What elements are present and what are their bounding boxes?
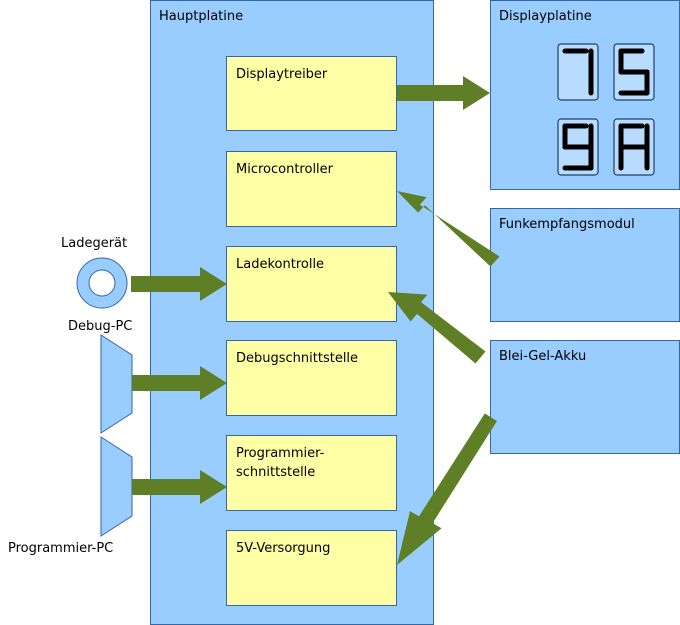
- arrow-charger-to-charge-control: [131, 267, 227, 301]
- microcontroller-block: Microcontroller: [226, 151, 397, 227]
- arrow-display-driver-to-display-board: [397, 76, 490, 110]
- display-digit-7: [557, 43, 599, 101]
- power-supply-block: 5V-Versorgung: [226, 530, 397, 606]
- charger-connector-icon: [76, 257, 128, 309]
- arrow-radio-module-to-microcontroller: [397, 191, 500, 267]
- display-digit-5: [613, 43, 655, 101]
- radio-module-title: Funkempfangsmodul: [499, 217, 635, 232]
- charge-control-label: Ladekontrolle: [236, 257, 325, 272]
- debug-interface-block: Debugschnittstelle: [226, 340, 397, 416]
- debug-interface-label: Debugschnittstelle: [236, 351, 359, 366]
- main-board-title: Hauptplatine: [159, 9, 244, 24]
- charge-control-block: Ladekontrolle: [226, 246, 397, 322]
- seven-segment-display: [557, 43, 655, 176]
- radio-module: Funkempfangsmodul: [490, 208, 680, 322]
- display-digit-A: [613, 118, 655, 176]
- battery-title: Blei-Gel-Akku: [499, 349, 587, 364]
- arrow-programmer-pc-to-programming-interface: [132, 470, 227, 504]
- display-digit-9: [557, 118, 599, 176]
- arrow-debug-pc-to-debug-interface: [132, 366, 227, 400]
- display-board-title: Displayplatine: [499, 9, 592, 24]
- power-supply-label: 5V-Versorgung: [236, 541, 331, 556]
- arrow-battery-to-charge-control: [388, 292, 486, 364]
- arrow-battery-to-power-supply: [397, 413, 497, 565]
- programmer-pc-label: Programmier-PC: [8, 541, 114, 556]
- display-driver-label: Displaytreiber: [236, 67, 328, 82]
- debug-pc-label: Debug-PC: [68, 319, 133, 334]
- microcontroller-label: Microcontroller: [236, 162, 334, 177]
- programmer-pc-connector-icon: [100, 436, 133, 537]
- debug-pc-connector-icon: [100, 334, 133, 434]
- programming-interface-block: Programmier- schnittstelle: [226, 435, 397, 511]
- charger-label: Ladegerät: [61, 236, 128, 251]
- display-driver-block: Displaytreiber: [226, 56, 397, 131]
- battery: Blei-Gel-Akku: [490, 340, 680, 454]
- programming-interface-label: Programmier- schnittstelle: [236, 446, 325, 480]
